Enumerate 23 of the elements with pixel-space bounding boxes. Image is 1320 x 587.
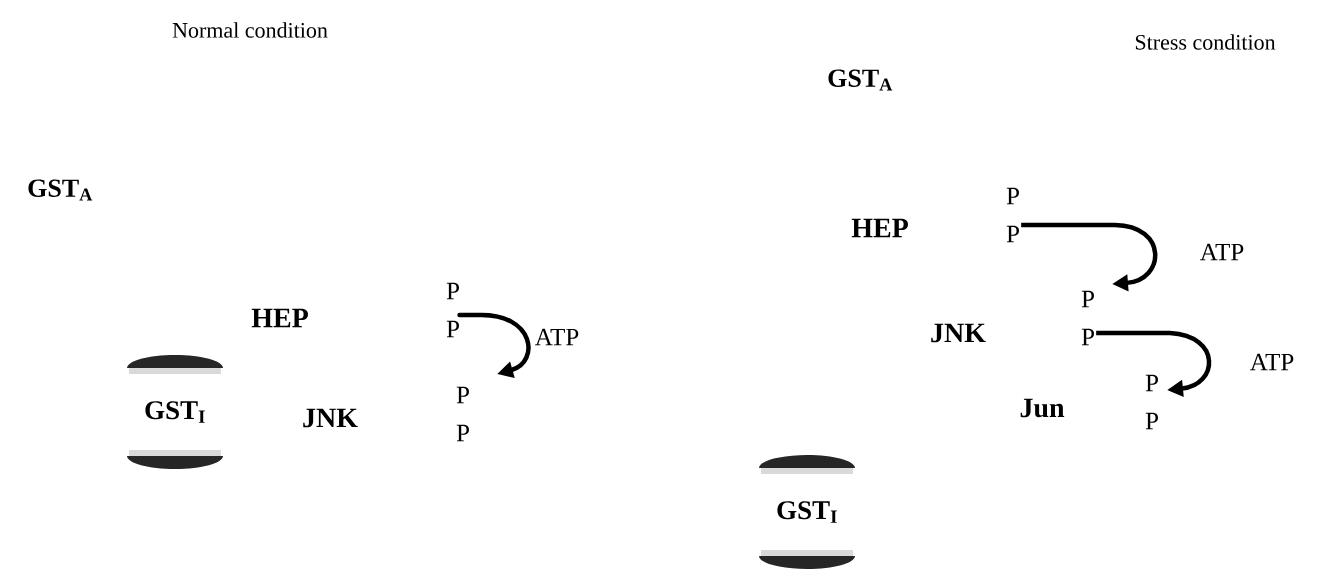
- protein-label: HEP: [851, 218, 908, 238]
- protein-label: GST$_{A}$: [828, 69, 893, 91]
- phosphate-label: P P: [1081, 290, 1094, 346]
- node-label: GST$_{I}$: [777, 501, 837, 523]
- protein-label: JNK: [303, 408, 358, 428]
- edge-label: ATP: [533, 327, 581, 347]
- protein-label: Jun: [1020, 398, 1065, 418]
- curved-arrow: [1021, 222, 1158, 292]
- phosphate-label: P P: [1006, 187, 1019, 243]
- condition-heading: Normal condition: [172, 22, 328, 38]
- protein-label: JNK: [931, 323, 986, 343]
- phosphate-label: P P: [446, 282, 459, 338]
- phosphate-label: P P: [456, 386, 469, 442]
- phosphate-label: P P: [1145, 374, 1158, 430]
- condition-heading: Stress condition: [1135, 34, 1276, 50]
- node-label: GST$_{I}$: [145, 401, 205, 423]
- edge-label: ATP: [1248, 352, 1296, 372]
- protein-label: HEP: [251, 308, 308, 328]
- curved-arrow: [1096, 330, 1212, 398]
- protein-label: GST$_{A}$: [28, 179, 93, 201]
- edge-label: ATP: [1198, 242, 1246, 262]
- gst-drum: GST$_{I}$: [127, 355, 223, 469]
- gst-drum: GST$_{I}$: [759, 455, 855, 569]
